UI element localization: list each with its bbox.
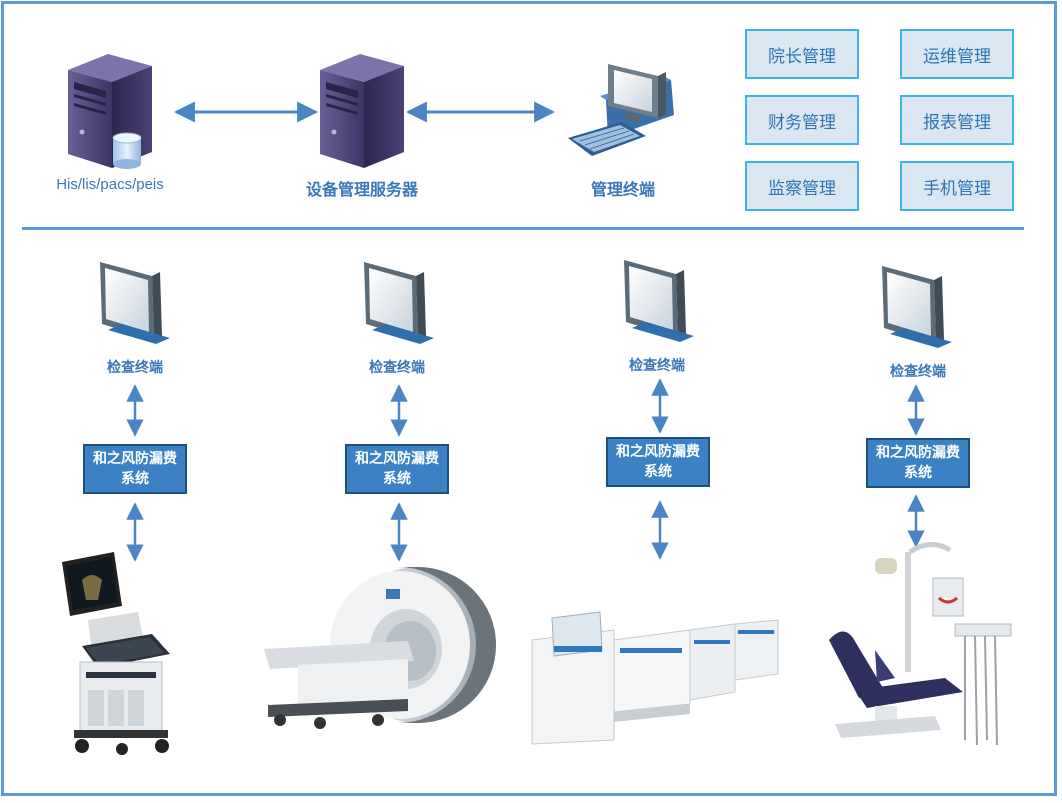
module-mobile-management[interactable]: 手机管理 [900,161,1014,211]
dental-chair-icon [829,542,1012,746]
ultrasound-machine-icon [62,552,170,755]
management-terminal-label: 管理终端 [590,180,655,199]
inspection-terminal-monitor-icon [364,262,434,344]
his-server-icon [68,54,152,169]
lab-analyzer-line-icon [531,611,779,745]
inspection-terminal-monitor-icon [624,260,694,342]
module-finance-management[interactable]: 财务管理 [745,95,859,145]
management-server-icon [320,54,404,168]
inspection-terminal-label: 检查终端 [890,364,946,380]
inspection-terminal-label: 检查终端 [369,360,425,376]
anti-leakage-system-box[interactable]: 和之风防漏费系统 [606,437,710,487]
mri-scanner-icon [264,567,496,729]
inspection-terminal-label: 检查终端 [629,358,685,374]
server-label: 设备管理服务器 [305,180,418,199]
his-label: His/lis/pacs/peis [56,176,164,193]
anti-leakage-system-box[interactable]: 和之风防漏费系统 [345,444,449,494]
module-dean-management[interactable]: 院长管理 [745,29,859,79]
anti-leakage-system-box[interactable]: 和之风防漏费系统 [83,444,187,494]
inspection-terminal-monitor-icon [882,266,952,348]
inspection-terminal-label: 检查终端 [107,360,163,376]
module-report-management[interactable]: 报表管理 [900,95,1014,145]
anti-leakage-system-box[interactable]: 和之风防漏费系统 [866,438,970,488]
inspection-terminal-monitor-icon [100,262,170,344]
section-divider [22,227,1024,230]
management-terminal-icon [568,64,674,156]
module-ops-management[interactable]: 运维管理 [900,29,1014,79]
module-supervision-management[interactable]: 监察管理 [745,161,859,211]
